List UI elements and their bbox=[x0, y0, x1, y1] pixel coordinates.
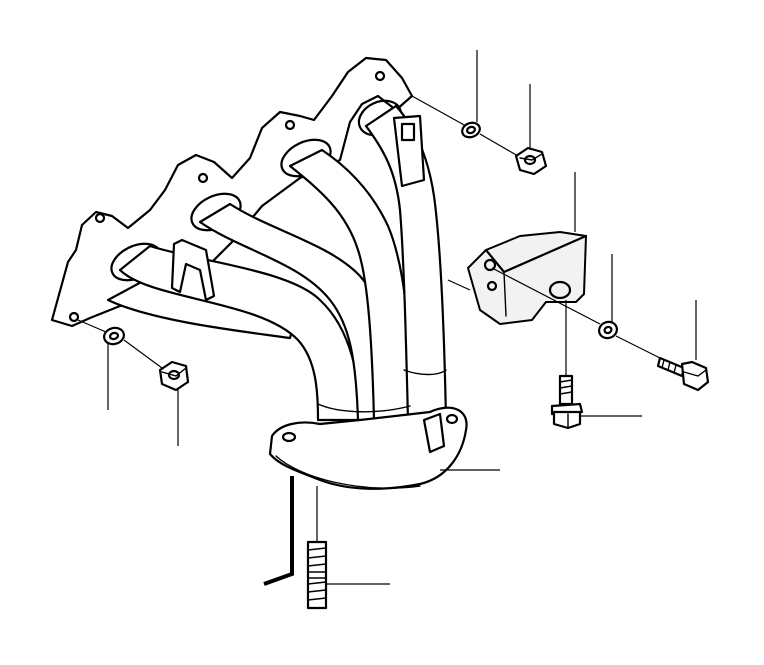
outlet-flange-edge bbox=[275, 455, 421, 489]
tube-seam bbox=[317, 403, 411, 413]
gasket-edge bbox=[263, 476, 294, 586]
flange-hole bbox=[284, 119, 296, 131]
outlet-boss bbox=[422, 412, 446, 454]
manifold-outlet-flange bbox=[268, 406, 468, 490]
bracket-plate bbox=[467, 231, 587, 325]
flange-hole bbox=[197, 172, 209, 184]
flange-hole bbox=[94, 212, 106, 224]
axis-upper bbox=[411, 95, 467, 127]
bracket-hole-lower bbox=[486, 280, 498, 292]
port-tab-left bbox=[170, 238, 216, 302]
outlet-flange-hole bbox=[281, 431, 297, 443]
bracket-washer bbox=[598, 320, 618, 340]
tab-slot bbox=[400, 122, 416, 142]
support-bracket bbox=[467, 231, 588, 325]
axis-bracket bbox=[491, 267, 601, 325]
bracket-edge bbox=[503, 271, 507, 317]
leader-lines bbox=[77, 50, 697, 585]
axis-bracket-manifold bbox=[447, 279, 471, 291]
exhaust-manifold bbox=[50, 56, 468, 490]
tube-seam bbox=[403, 369, 447, 376]
bracket-bolt-long bbox=[656, 356, 710, 392]
outlet-flange-hole bbox=[445, 413, 459, 425]
manifold-nut-upper bbox=[514, 146, 548, 176]
axis-lower-nut bbox=[123, 339, 163, 369]
manifold-washer-lower bbox=[103, 326, 125, 346]
flange-hole bbox=[68, 311, 80, 323]
manifold-washer-upper bbox=[461, 121, 481, 139]
axis-upper-nut bbox=[479, 133, 519, 157]
axis-lower bbox=[77, 319, 107, 333]
manifold-nut-lower bbox=[158, 360, 190, 392]
flange-hole bbox=[374, 70, 386, 82]
axis-bracket-bolt bbox=[615, 335, 661, 359]
bracket-hole-big bbox=[548, 280, 572, 300]
manifold-stud bbox=[306, 540, 328, 610]
bracket-hole-top bbox=[483, 258, 497, 272]
bracket-bolt-short bbox=[550, 374, 584, 430]
